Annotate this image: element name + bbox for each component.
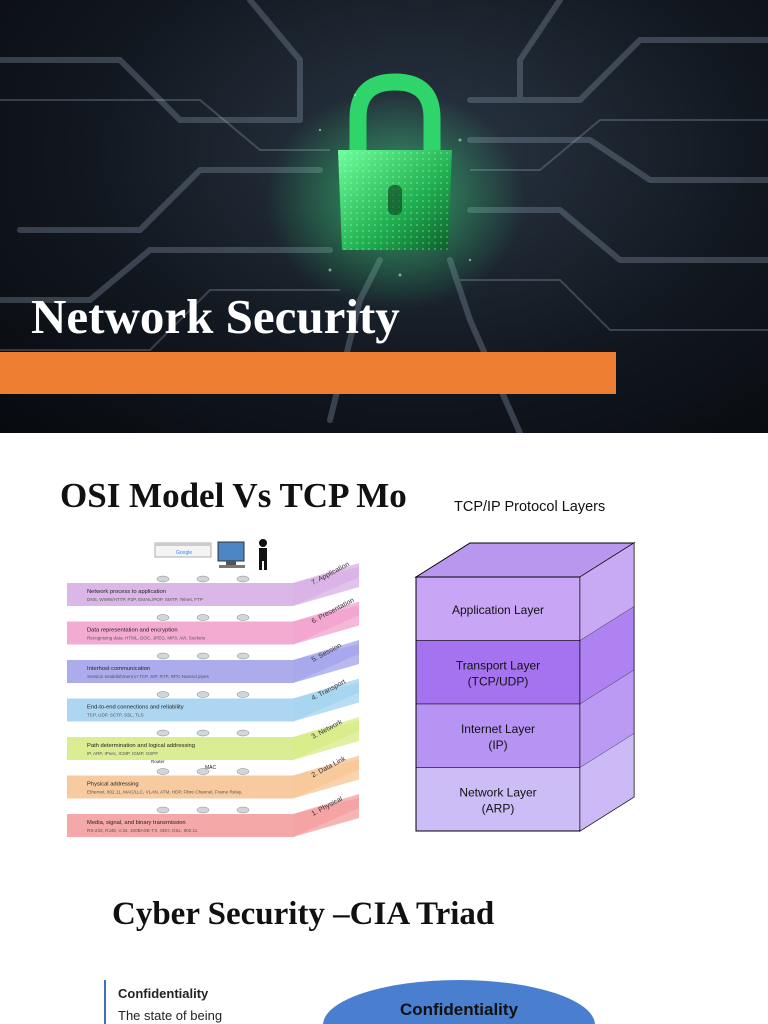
osi-layer-protocols: TCP, UDP, SCTP, SSL, TLS [87,713,144,718]
slide-title: Network Security [31,289,400,344]
osi-layer-protocols: DNS, WWW/HTTP, P2P, EMAIL/POP, SMTP, Tel… [87,597,203,602]
router-label: Router [151,759,165,764]
computer-icon [217,541,245,568]
osi-layer-protocols: Ethernet, 802.11, MAC/LLC, VLAN, ATM, HD… [87,790,242,795]
title-slide: Network Security [0,0,768,433]
osi-layer-protocols: RS-232, RJ45, V.34, 100BASE-TX, SDH, DSL… [87,828,198,833]
tcp-layer-protocol: (ARP) [482,801,515,815]
svg-text:Google: Google [176,550,192,556]
confidentiality-heading: Confidentiality [118,986,209,1001]
tcp-layer-protocol: (TCP/UDP) [468,674,529,688]
tcp-layer: Transport Layer (TCP/UDP) [415,640,581,705]
osi-layer: Path determination and logical addressin… [67,717,359,760]
osi-layer-description: Network process to application [87,589,166,595]
tcp-ip-diagram: TCP/IP Protocol Layers Application Layer… [408,490,658,835]
osi-layer-protocols: Recognizing data: HTML, DOC, JPEG, MP3, … [87,636,206,641]
tcp-layer-name: Transport Layer [456,658,540,672]
confidentiality-text: The state of being [118,1008,223,1023]
tcp-layer: Network Layer (ARP) [415,767,581,832]
osi-layer-description: End-to-end connections and reliability [87,705,184,711]
osi-layer-description: Media, signal, and binary transmission [87,820,186,826]
tcp-layer: Internet Layer (IP) [415,703,581,768]
osi-layer: End-to-end connections and reliabilityTC… [67,678,359,722]
mac-label: MAC [205,765,217,771]
accent-line [104,980,106,1024]
tcp-ip-title: TCP/IP Protocol Layers [454,499,605,515]
padlock-circuit-image [0,0,768,433]
cia-triad-title: Cyber Security –CIA Triad [112,896,495,932]
tcp-layer-name: Internet Layer [461,722,535,736]
tcp-layer-name: Network Layer [459,785,536,799]
osi-layer-description: Interhost communication [87,666,150,672]
osi-layer-description: Physical addressing [87,782,139,788]
tcp-layer: Application Layer [415,576,581,641]
person-icon [259,539,267,570]
osi-layer: Media, signal, and binary transmissionRS… [67,794,359,837]
browser-window-icon: Google [154,542,212,558]
tcp-ip-svg: TCP/IP Protocol Layers Application Layer… [414,499,636,832]
osi-vs-tcp-title: OSI Model Vs TCP Model [60,476,408,515]
osi-layers-svg: Google Network process to applicationDNS… [67,539,359,837]
tcp-layer-protocol: (IP) [488,738,507,752]
osi-layer-protocols: Session establishment in TCP, SIP, RTP, … [87,674,210,679]
confidentiality-oval-label: Confidentiality [399,1000,519,1019]
tcp-layer-name: Application Layer [452,603,544,617]
osi-layer-description: Path determination and logical addressin… [87,743,195,749]
osi-layer-description: Data representation and encryption [87,628,178,634]
cube-side-band [579,733,635,832]
osi-layer-protocols: IP, ARP, IPsec, ICMP, IGMP, OSPF [87,751,158,756]
accent-bar [0,352,616,394]
